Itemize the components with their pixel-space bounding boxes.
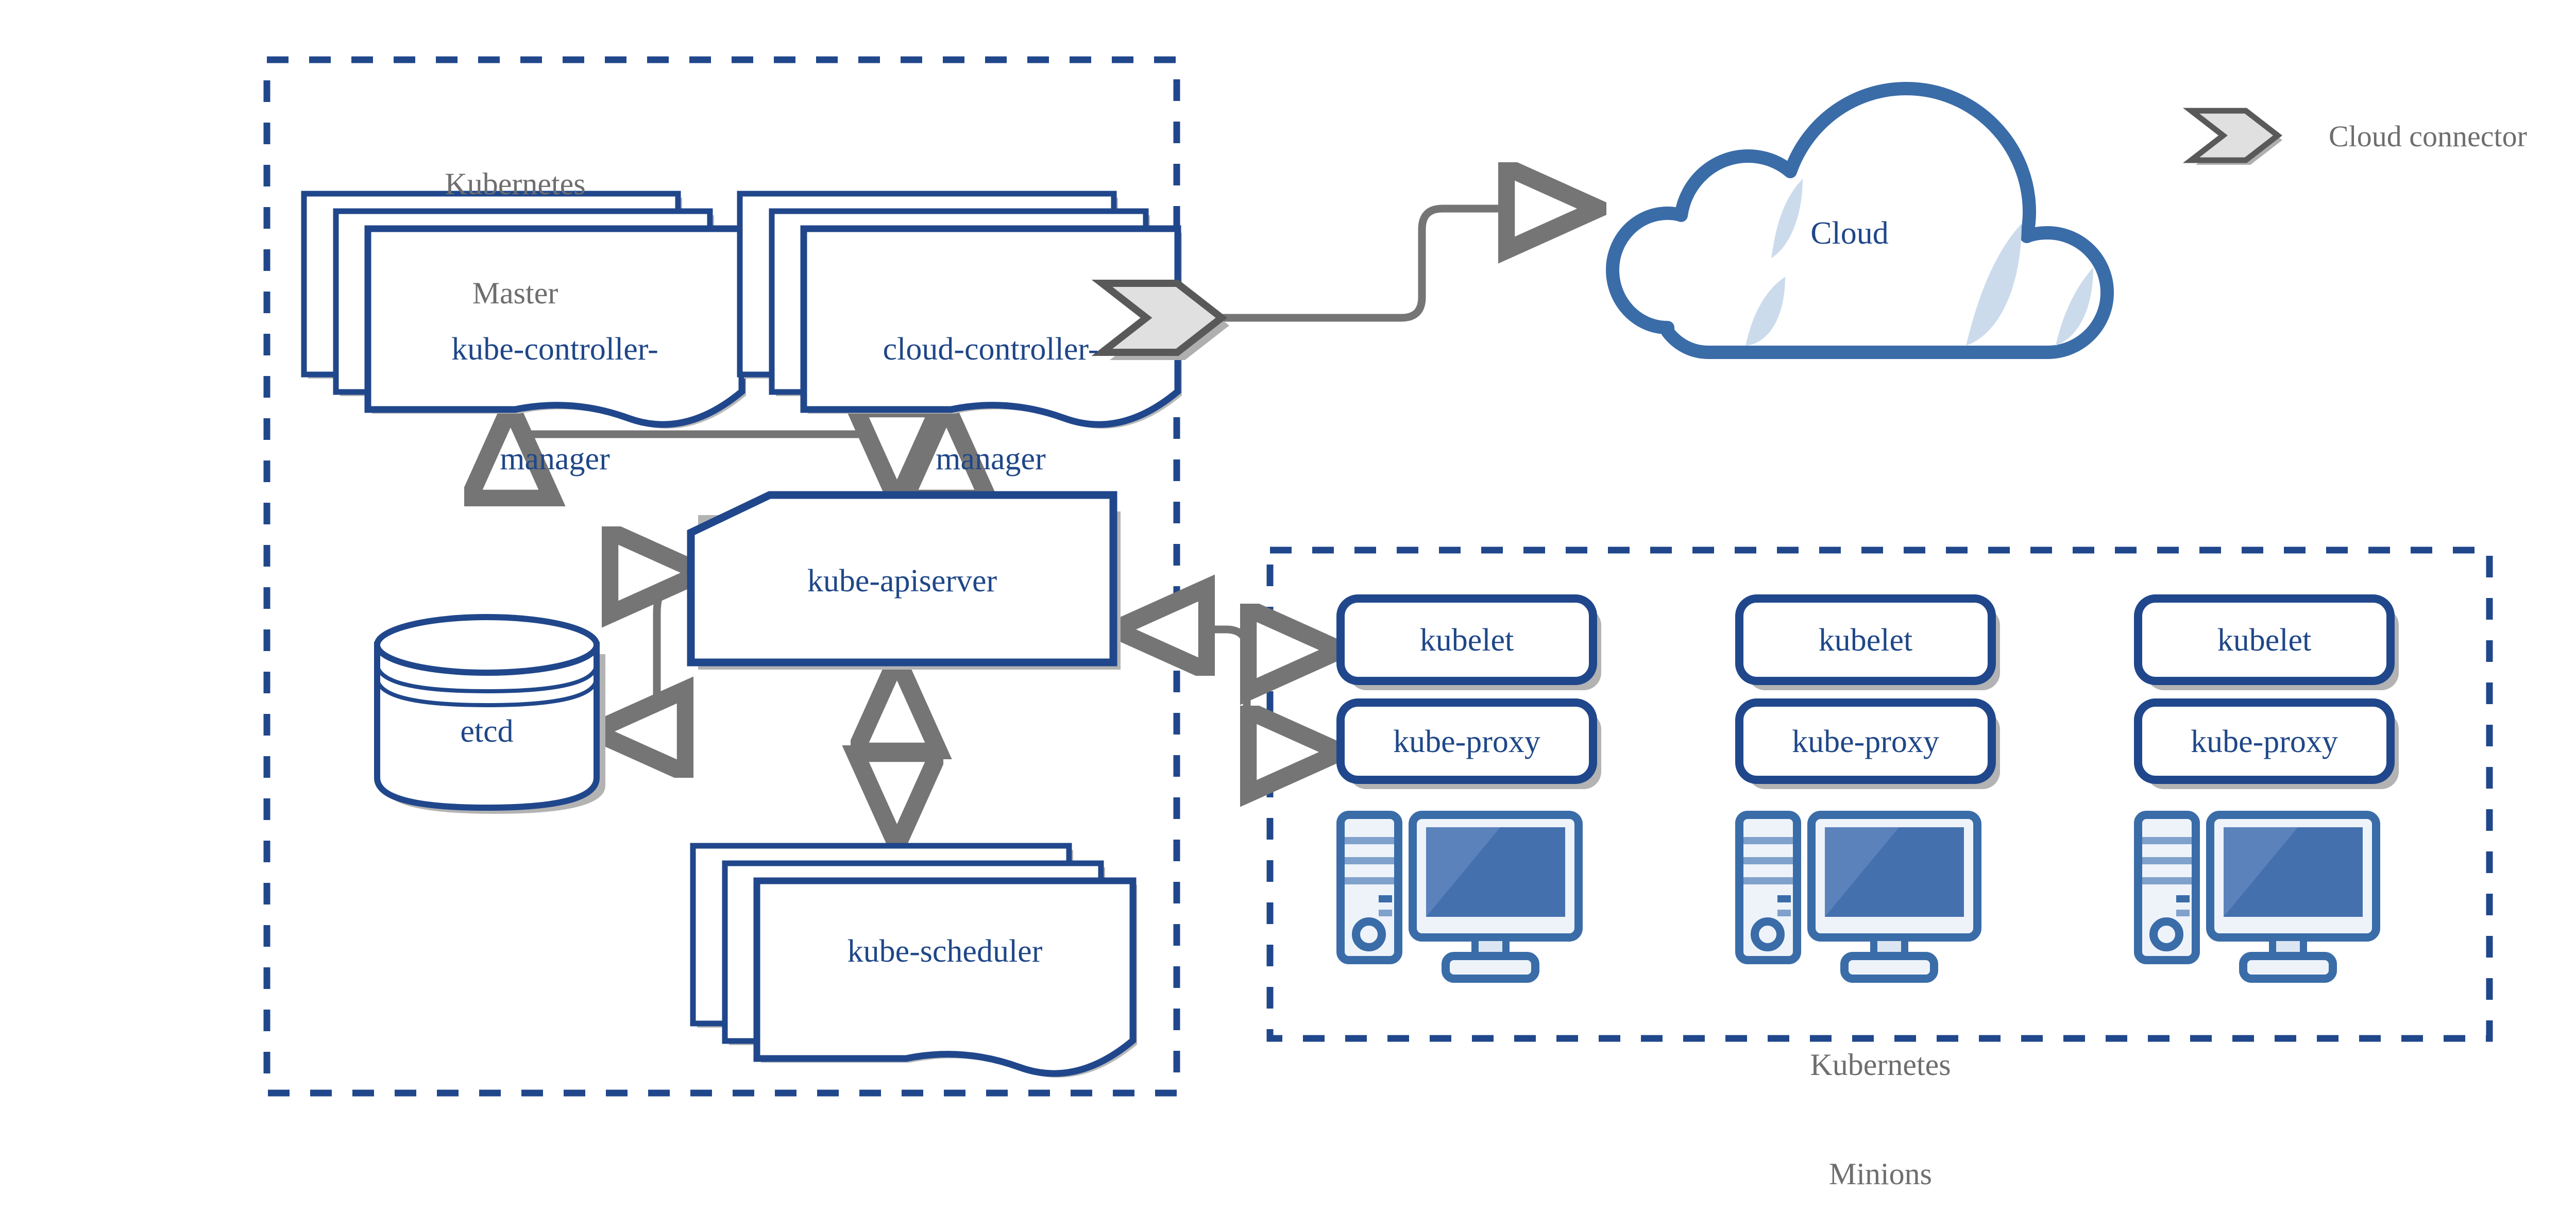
chevron-connector-icon — [1091, 280, 1229, 360]
node-cloud[interactable] — [1606, 82, 2114, 359]
desktop-computer-icon — [1735, 811, 1981, 983]
desktop-computer-icon — [1336, 811, 1583, 983]
kube-proxy-box[interactable] — [1735, 698, 1996, 784]
kubelet-box[interactable] — [1735, 594, 1996, 685]
cloud-shade-4 — [2056, 267, 2093, 346]
minion-node-3[interactable] — [2134, 594, 2399, 983]
node-kube-controller-manager[interactable] — [301, 191, 746, 429]
connector-apiserver-to-ccm — [893, 412, 946, 466]
kubelet-box[interactable] — [1336, 594, 1597, 685]
cut-corner-rect — [687, 491, 1117, 667]
connector-apiserver-to-kubelet — [1121, 629, 1334, 650]
connectors-layer — [511, 209, 1592, 840]
desktop-computer-icon — [2134, 811, 2380, 983]
cloud-shade-1 — [1771, 179, 1803, 258]
node-cloud-controller-manager[interactable] — [737, 191, 1182, 429]
minion-node-1[interactable] — [1336, 594, 1601, 983]
minion-node-2[interactable] — [1735, 594, 2000, 983]
connector-ccm-to-cloud — [1216, 209, 1592, 322]
connector-apiserver-to-etcd — [599, 573, 696, 731]
diagram-canvas: Kubernetes Master Kubernetes Minions kub… — [263, 56, 2527, 1191]
cloud-shade-3 — [1966, 224, 2022, 346]
node-kube-apiserver[interactable] — [687, 491, 1121, 670]
diagram-svg — [263, 56, 2493, 1097]
cloud-shade-2 — [1745, 277, 1785, 346]
node-kube-scheduler[interactable] — [690, 843, 1137, 1078]
kubelet-box[interactable] — [2134, 594, 2395, 685]
connector-apiserver-to-kubeproxy — [1247, 650, 1334, 752]
node-etcd[interactable] — [374, 614, 605, 814]
cylinder-ring-1 — [375, 663, 599, 694]
cylinder-top — [374, 614, 600, 676]
legend-chevron-connector-icon — [2182, 108, 2282, 165]
cloud-outline — [1606, 82, 2114, 359]
kube-proxy-box[interactable] — [2134, 698, 2395, 784]
cylinder-ring-2 — [375, 677, 599, 708]
cylinder-body — [374, 642, 600, 811]
group-label-minions-line2: Minions — [1828, 1156, 1933, 1191]
kube-proxy-box[interactable] — [1336, 698, 1597, 784]
